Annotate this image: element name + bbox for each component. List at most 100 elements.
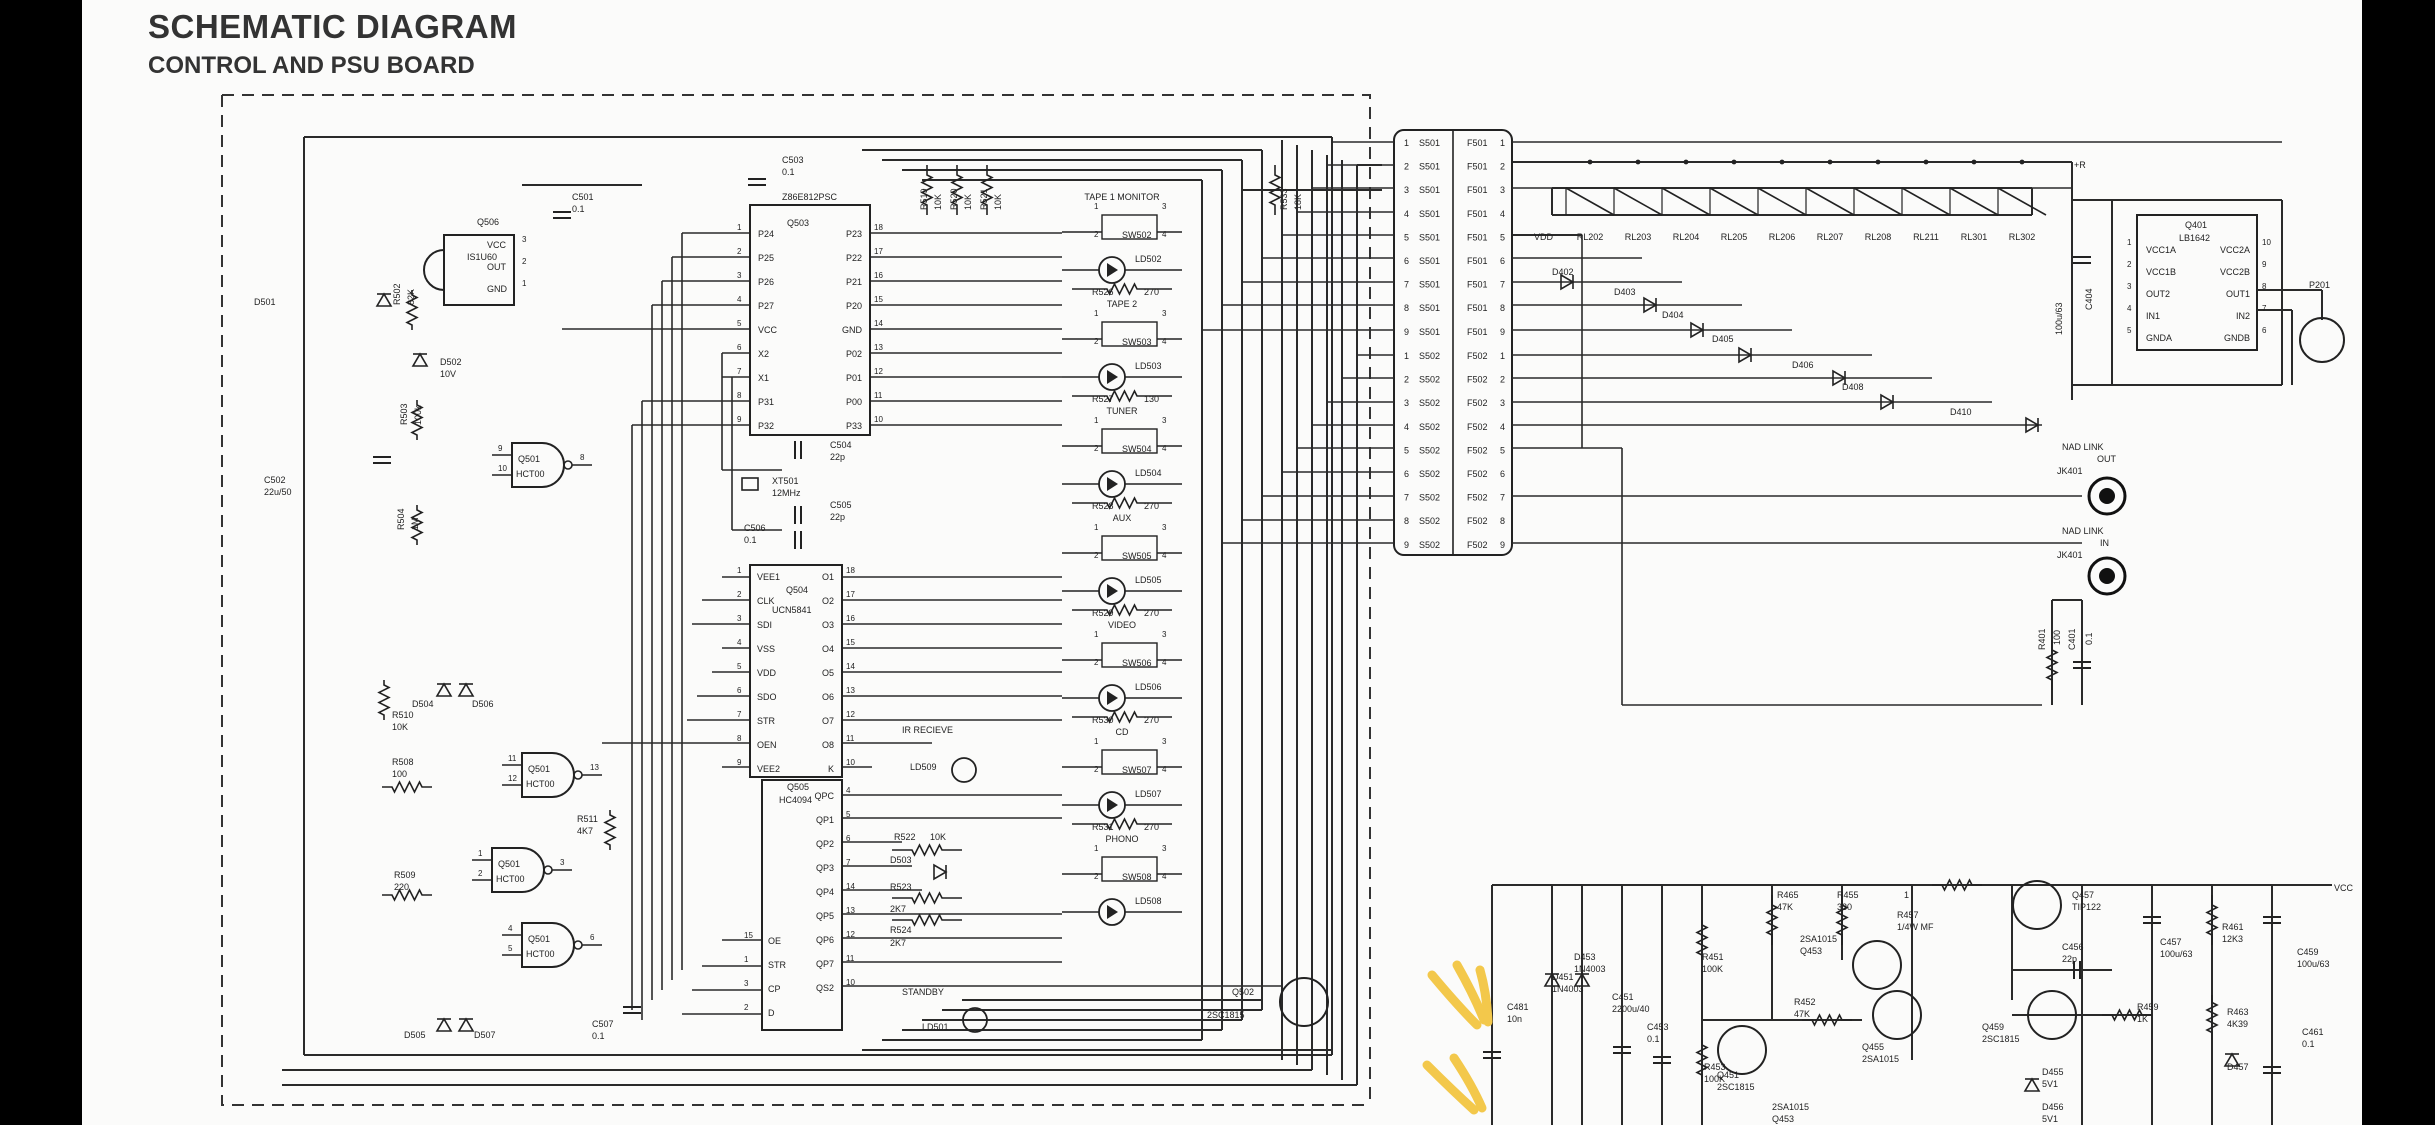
- d505-diode: [435, 1017, 453, 1032]
- connector-s502-label: S502: [1419, 422, 1440, 432]
- switch-ref: SW508: [1122, 872, 1152, 882]
- driver-pin-number: 10: [846, 758, 855, 767]
- driver-ref: Q504: [786, 585, 808, 595]
- junction-dot: [1635, 159, 1641, 165]
- nand-gate: [521, 922, 575, 968]
- connector-pin-number: 2: [1404, 375, 1409, 385]
- r504-resistor: [410, 505, 424, 545]
- reset-chip: [443, 234, 515, 306]
- component-label: C503: [782, 155, 804, 165]
- switch-pin-number: 4: [1162, 444, 1167, 453]
- psu-component-label: D453: [1574, 952, 1596, 962]
- tact-switch: [1101, 856, 1158, 882]
- led-ref: LD501: [922, 1022, 949, 1032]
- component-label: C502: [264, 475, 286, 485]
- connector-f501-label: F501: [1467, 327, 1488, 337]
- gate-pin-number: 6: [590, 933, 595, 942]
- connector-s501-label: S501: [1419, 185, 1440, 195]
- mcu-pin-label: P31: [758, 397, 774, 407]
- psu-component-value: 47K: [1794, 1009, 1810, 1019]
- transistor-ref: Q502: [1232, 987, 1254, 997]
- component-value: 22p: [830, 452, 845, 462]
- shift-pin-number: 1: [744, 955, 749, 964]
- switch-pin-number: 3: [1162, 737, 1167, 746]
- resistor-value: 270: [1144, 822, 1159, 832]
- driver-pin-number: 9: [737, 758, 742, 767]
- connector-pin-number: 1: [1404, 138, 1409, 148]
- connector-s501-label: S501: [1419, 138, 1440, 148]
- connector-f501-label: F501: [1467, 209, 1488, 219]
- resistor-ref: R527: [1092, 394, 1114, 404]
- d502-diode: [411, 352, 429, 367]
- shift-pin-number: 3: [744, 979, 749, 988]
- lb1642-wires: [2072, 199, 2323, 386]
- d457-diode: [2223, 1052, 2241, 1067]
- connector-pin-number: 6: [1500, 469, 1505, 479]
- r463-resistor: [2205, 995, 2219, 1040]
- component-value: 1M: [410, 517, 420, 530]
- tact-switch: [1101, 642, 1158, 668]
- relay-diode: [1560, 273, 1575, 291]
- switch-pin-number: 4: [1162, 551, 1167, 560]
- ir-label: IR RECIEVE: [902, 725, 953, 735]
- junction-dot: [1779, 159, 1785, 165]
- lb1642-pin-number: 2: [2127, 260, 2132, 269]
- connector-pin-number: 4: [1500, 209, 1505, 219]
- resistor-value: 10K: [930, 832, 946, 842]
- connector-s501-label: S501: [1419, 232, 1440, 242]
- mcu-pin-number: 15: [874, 295, 883, 304]
- lb1642-pin-number: 7: [2262, 304, 2267, 313]
- nad-link-in-jack: [2087, 556, 2127, 596]
- psu-component-label: R459: [2137, 1002, 2159, 1012]
- component-label: C506: [744, 523, 766, 533]
- r457-resistor: [1932, 878, 1982, 892]
- connector-s502-label: S502: [1419, 469, 1440, 479]
- connector-s501-label: S501: [1419, 303, 1440, 313]
- psu-component-label: R465: [1777, 890, 1799, 900]
- switch-ref: SW504: [1122, 444, 1152, 454]
- connector-s501-label: S501: [1419, 162, 1440, 172]
- lb1642-part: LB1642: [2179, 233, 2210, 243]
- driver-pin-number: 17: [846, 590, 855, 599]
- shift-pin-label: OE: [768, 936, 781, 946]
- component-label: R511: [577, 814, 598, 824]
- switch-pin-number: 4: [1162, 337, 1167, 346]
- component-value: 22p: [830, 512, 845, 522]
- connector-f502-label: F502: [1467, 375, 1488, 385]
- connector-pin-number: 6: [1404, 256, 1409, 266]
- mcu-part: Z86E812PSC: [782, 192, 838, 202]
- connector-pin-number: 4: [1404, 422, 1409, 432]
- d503-diode: [933, 863, 948, 881]
- r401-resistor: [2045, 640, 2059, 690]
- mcu-pin-label: P21: [846, 277, 862, 287]
- component-label: R504: [396, 508, 406, 530]
- shift-pin-number: 2: [744, 1003, 749, 1012]
- component-label: R503: [399, 403, 409, 425]
- r509-resistor: [382, 888, 432, 902]
- gate-ref: Q501: [528, 934, 550, 944]
- mcu-leads: [562, 232, 1062, 1020]
- d455-diode: [2023, 1077, 2041, 1092]
- lb1642-pin-number: 10: [2262, 238, 2271, 247]
- connector-pin-number: 4: [1500, 422, 1505, 432]
- switch-pin-number: 2: [1094, 230, 1099, 239]
- led-series-resistor: [1072, 817, 1172, 831]
- driver-pin-number: 15: [846, 638, 855, 647]
- psu-component-label: 1: [1904, 890, 1909, 900]
- connector-s501-label: S501: [1419, 327, 1440, 337]
- connector-pin-number: 1: [1500, 351, 1505, 361]
- led-ref: LD508: [1135, 896, 1162, 906]
- switch-pin-number: 3: [1162, 416, 1167, 425]
- component-label: R502: [392, 283, 402, 305]
- connector-pin-number: 3: [1500, 398, 1505, 408]
- led-series-resistor: [1072, 603, 1172, 617]
- component-value: 22u/50: [264, 487, 292, 497]
- mcu-pin-number: 12: [874, 367, 883, 376]
- resistor-value: 270: [1144, 715, 1159, 725]
- r452-resistor: [1802, 1013, 1852, 1027]
- component-value: 4K7: [577, 826, 593, 836]
- switch-pin-number: 4: [1162, 765, 1167, 774]
- shift-pin-number: 12: [846, 930, 855, 939]
- r451-resistor: [1695, 920, 1709, 960]
- gate-pin-number: 8: [580, 453, 585, 462]
